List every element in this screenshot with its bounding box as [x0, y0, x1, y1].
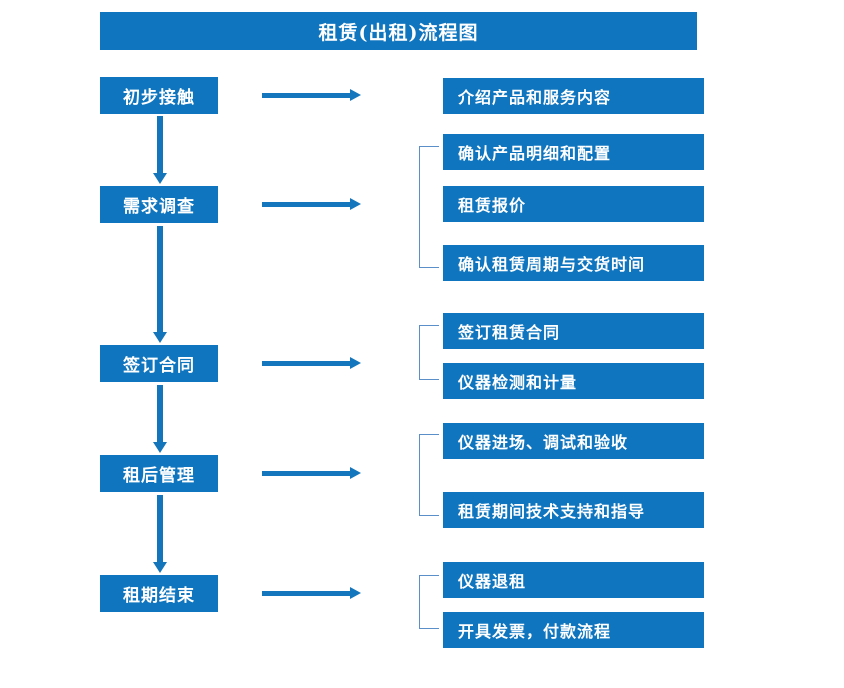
- vertical-arrow-1: [153, 116, 167, 184]
- vertical-arrow-2: [153, 226, 167, 343]
- detail-box-仪器进场调试和验收[interactable]: 仪器进场、调试和验收: [443, 423, 704, 459]
- bracket-group-租期结束: [419, 575, 439, 629]
- detail-box-介绍产品和服务内容[interactable]: 介绍产品和服务内容: [443, 78, 704, 114]
- detail-box-仪器检测和计量[interactable]: 仪器检测和计量: [443, 363, 704, 399]
- detail-box-开具发票付款流程[interactable]: 开具发票，付款流程: [443, 612, 704, 648]
- stage-box-需求调查[interactable]: 需求调查: [100, 186, 218, 223]
- stage-box-初步接触[interactable]: 初步接触: [100, 77, 218, 114]
- horizontal-arrow-2: [262, 198, 361, 210]
- detail-box-仪器退租[interactable]: 仪器退租: [443, 562, 704, 598]
- stage-box-租后管理[interactable]: 租后管理: [100, 455, 218, 492]
- bracket-group-需求调查: [419, 146, 439, 268]
- stage-box-签订合同[interactable]: 签订合同: [100, 345, 218, 382]
- stage-box-租期结束[interactable]: 租期结束: [100, 575, 218, 612]
- horizontal-arrow-1: [262, 89, 361, 101]
- diagram-title: 租赁(出租)流程图: [100, 12, 697, 50]
- horizontal-arrow-5: [262, 587, 361, 599]
- detail-box-确认租赁周期与交货时间[interactable]: 确认租赁周期与交货时间: [443, 245, 704, 281]
- detail-box-租赁期间技术支持和指导[interactable]: 租赁期间技术支持和指导: [443, 492, 704, 528]
- detail-box-租赁报价[interactable]: 租赁报价: [443, 186, 704, 222]
- horizontal-arrow-3: [262, 357, 361, 369]
- detail-box-签订租赁合同[interactable]: 签订租赁合同: [443, 313, 704, 349]
- horizontal-arrow-4: [262, 467, 361, 479]
- vertical-arrow-4: [153, 495, 167, 573]
- bracket-group-租后管理: [419, 434, 439, 516]
- vertical-arrow-3: [153, 385, 167, 453]
- bracket-group-签订合同: [419, 325, 439, 380]
- detail-box-确认产品明细和配置[interactable]: 确认产品明细和配置: [443, 134, 704, 170]
